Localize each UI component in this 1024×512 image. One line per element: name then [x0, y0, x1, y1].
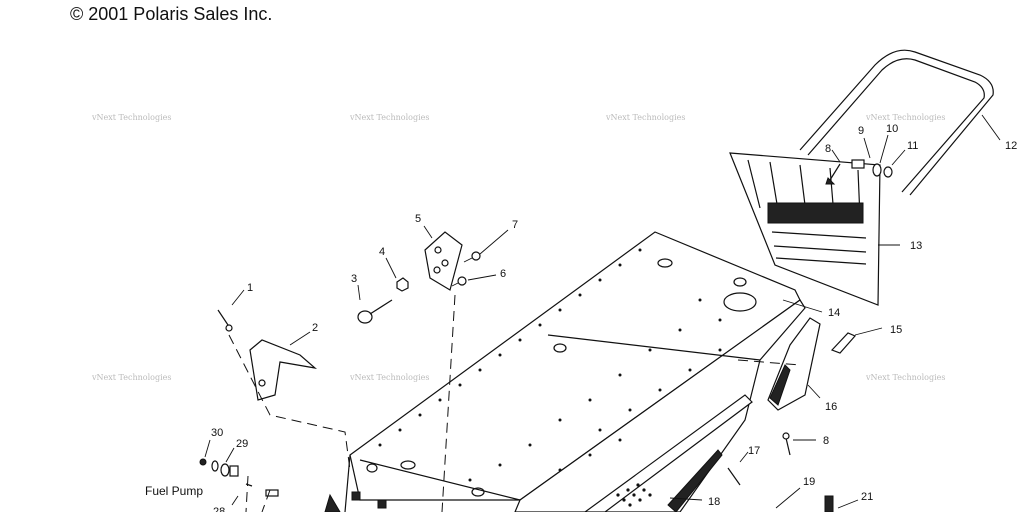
- callout-15: 15: [890, 324, 902, 336]
- part-6-screw: [451, 276, 467, 287]
- tunnel-hole: [400, 460, 416, 470]
- part-15-pad: [830, 332, 856, 354]
- part-10-washer: [872, 163, 882, 177]
- callout-numbers: 1 2 3 4 5 6 7 8 9 10 11 12 13 14 15 16 8…: [145, 123, 1017, 512]
- callout-18: 18: [708, 496, 720, 508]
- watermark: vNext Technologies: [349, 113, 429, 122]
- traction-strip: [667, 449, 723, 512]
- assembly-line: [261, 489, 271, 512]
- assembly-line: [228, 334, 351, 471]
- tunnel-crease: [359, 459, 521, 501]
- part-8-bolt: [825, 163, 841, 185]
- callout-16: 16: [825, 401, 837, 413]
- callout-13: 13: [910, 240, 922, 252]
- tunnel-seam: [547, 334, 761, 361]
- part-17-screw: [727, 467, 741, 486]
- bolt-head: [357, 310, 373, 324]
- front-bracket: [324, 493, 341, 512]
- watermark: vNext Technologies: [605, 113, 685, 122]
- screw-head: [457, 276, 467, 286]
- callout-9: 9: [858, 125, 864, 137]
- callout-29: 29: [236, 438, 248, 450]
- tunnel-hole: [471, 487, 485, 497]
- callout-19: 19: [803, 476, 815, 488]
- bumper-inner: [807, 58, 985, 193]
- callout-8-lower: 8: [823, 435, 829, 447]
- pin-head: [225, 324, 233, 332]
- tunnel-hole: [366, 463, 378, 473]
- assembly-line: [245, 475, 249, 512]
- mount-bracket: [249, 339, 318, 401]
- part-1-pin: [217, 309, 233, 332]
- copyright-notice: © 2001 Polaris Sales Inc.: [70, 4, 273, 24]
- callout-14: 14: [828, 307, 840, 319]
- tunnel-holes: [366, 248, 757, 497]
- callout-5: 5: [415, 213, 421, 225]
- bumper-outer: [799, 49, 994, 196]
- assembly-lines: [228, 294, 801, 512]
- tunnel-hole: [657, 258, 673, 268]
- watermark: vNext Technologies: [349, 373, 429, 382]
- callout-4: 4: [379, 246, 385, 258]
- part-7-screw: [463, 251, 481, 263]
- flap-logo-band: [767, 202, 864, 224]
- tunnel-hole: [553, 343, 567, 353]
- callout-28: 28: [213, 506, 225, 512]
- front-bolt: [377, 499, 387, 509]
- callout-8: 8: [825, 143, 831, 155]
- tunnel-side: [514, 299, 806, 512]
- watermark: vNext Technologies: [865, 113, 945, 122]
- bracket-hole: [441, 259, 449, 267]
- part-8-lower-pin: [782, 432, 791, 456]
- flap-ribs: [747, 159, 861, 219]
- fuel-pump-label: Fuel Pump: [145, 484, 203, 498]
- assembly-line: [441, 294, 456, 512]
- watermark: vNext Technologies: [865, 373, 945, 382]
- flap-lines: [771, 231, 867, 265]
- nut: [396, 277, 409, 292]
- callout-21: 21: [861, 491, 873, 503]
- part-12-rear-bumper: [799, 49, 994, 196]
- part-3-bolt: [357, 299, 393, 324]
- part-9-bolt: [851, 159, 865, 169]
- callout-3: 3: [351, 273, 357, 285]
- assembly-line: [737, 359, 801, 366]
- tunnel-opening: [723, 292, 757, 312]
- screw-head: [471, 251, 481, 261]
- part-16-footrest: [767, 317, 821, 411]
- callout-10: 10: [886, 123, 898, 135]
- part-11-nut: [883, 166, 893, 178]
- tunnel-assembly: [324, 231, 806, 512]
- callout-7: 7: [512, 219, 518, 231]
- running-board-perforations: [616, 483, 652, 507]
- tunnel-hole: [733, 277, 747, 287]
- part-4-nut: [396, 277, 409, 292]
- snow-flap: [729, 152, 881, 306]
- callout-6: 6: [500, 268, 506, 280]
- callout-17: 17: [748, 445, 760, 457]
- part-5-bracket: [424, 231, 463, 291]
- callout-30: 30: [211, 427, 223, 439]
- part-2-bracket: [249, 339, 318, 401]
- running-board: [583, 394, 753, 512]
- front-bolt: [351, 491, 361, 501]
- bracket-hole: [434, 246, 442, 254]
- callout-12: 12: [1005, 140, 1017, 152]
- part-13-snow-flap: [729, 152, 881, 306]
- watermark: vNext Technologies: [91, 373, 171, 382]
- callout-2: 2: [312, 322, 318, 334]
- callout-11: 11: [907, 140, 918, 152]
- watermark: vNext Technologies: [91, 113, 171, 122]
- bracket: [424, 231, 463, 291]
- bracket-hole: [433, 266, 441, 274]
- leader-lines: [204, 114, 1001, 509]
- part-21-clip: [824, 495, 834, 512]
- fuel-pump-hardware: [199, 458, 279, 497]
- callout-1: 1: [247, 282, 253, 294]
